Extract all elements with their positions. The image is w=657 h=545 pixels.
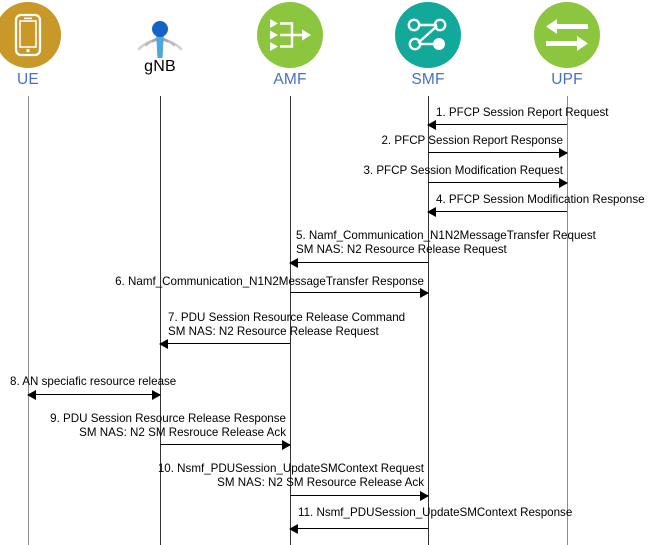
actor-gnb[interactable]: gNB: [127, 2, 193, 76]
message-arrow-7: [159, 339, 290, 350]
message-9-line2: SM NAS: N2 SM Resrouce Release Ack: [79, 426, 286, 439]
lifeline-smf: [428, 96, 429, 545]
actor-ue[interactable]: UE: [0, 2, 61, 89]
message-9-line1: 9. PDU Session Resource Release Response: [50, 412, 286, 425]
message-label-5: 5. Namf_Communication_N1N2MessageTransfe…: [296, 229, 596, 257]
message-4-line1: 4. PFCP Session Modification Response: [436, 193, 645, 206]
lifeline-gnb: [160, 96, 161, 545]
arrowhead-right-icon: [282, 440, 291, 451]
message-7-line2: SM NAS: N2 Resource Release Request: [168, 325, 379, 338]
lifeline-ue: [28, 96, 29, 545]
arrowhead-right-icon: [559, 148, 568, 159]
arrowhead-left-icon: [159, 339, 168, 350]
exchange-arrows-icon: [544, 16, 590, 54]
smf-icon-circle: [395, 2, 461, 68]
message-11-line1: 11. Nsmf_PDUSession_UpdateSMContext Resp…: [298, 506, 573, 519]
message-5-line2: SM NAS: N2 Resource Release Request: [296, 243, 507, 256]
actor-label-gnb: gNB: [144, 58, 176, 75]
upf-icon-circle: [534, 2, 600, 68]
lifeline-upf: [567, 96, 568, 545]
arrowhead-right-icon: [420, 288, 429, 299]
arrowhead-left-icon: [27, 390, 36, 401]
message-6-line1: 6. Namf_Communication_N1N2MessageTransfe…: [115, 275, 424, 288]
message-1-line1: 1. PFCP Session Report Request: [436, 106, 609, 119]
actor-label-ue: UE: [17, 71, 39, 88]
message-label-1: 1. PFCP Session Report Request: [436, 106, 609, 120]
node-graph-icon: [407, 15, 449, 55]
message-label-6: 6. Namf_Communication_N1N2MessageTransfe…: [115, 275, 424, 289]
actor-amf[interactable]: AMF: [257, 2, 323, 89]
arrowhead-left-icon: [427, 207, 436, 218]
actor-label-amf: AMF: [273, 71, 307, 88]
message-label-4: 4. PFCP Session Modification Response: [436, 193, 645, 207]
message-arrow-8: [27, 390, 161, 401]
message-arrow-11: [289, 524, 428, 535]
message-arrow-3: [428, 178, 568, 189]
message-arrow-5: [289, 258, 428, 269]
message-8-line1: 8. AN speciafic resource release: [10, 375, 177, 388]
merge-arrows-icon: [268, 15, 312, 55]
arrowhead-left-icon: [289, 524, 298, 535]
arrowhead-right-icon: [152, 390, 161, 401]
arrowhead-left-icon: [427, 120, 436, 131]
ue-icon-circle: [0, 2, 61, 68]
smartphone-icon: [13, 13, 43, 57]
amf-icon-circle: [257, 2, 323, 68]
message-10-line1: 10. Nsmf_PDUSession_UpdateSMContext Requ…: [157, 462, 424, 475]
message-arrow-10: [290, 491, 429, 502]
message-label-10: 10. Nsmf_PDUSession_UpdateSMContext Requ…: [158, 462, 424, 490]
arrowhead-right-icon: [559, 178, 568, 189]
message-label-11: 11. Nsmf_PDUSession_UpdateSMContext Resp…: [298, 506, 572, 520]
message-label-3: 3. PFCP Session Modification Request: [363, 164, 563, 178]
message-2-line1: 2. PFCP Session Report Response: [381, 134, 563, 147]
actor-smf[interactable]: SMF: [395, 2, 461, 89]
message-arrow-4: [427, 207, 567, 218]
lifeline-amf: [290, 96, 291, 545]
gnb-icon-circle: [127, 2, 193, 68]
arrowhead-right-icon: [420, 491, 429, 502]
message-7-line1: 7. PDU Session Resource Release Command: [168, 311, 406, 324]
message-arrow-1: [427, 120, 567, 131]
message-3-line1: 3. PFCP Session Modification Request: [363, 164, 563, 177]
antenna-icon: [127, 5, 193, 65]
message-10-line2: SM NAS: N2 SM Resource Release Ack: [217, 476, 424, 489]
actor-label-smf: SMF: [411, 71, 445, 88]
actor-label-upf: UPF: [551, 71, 583, 88]
message-label-2: 2. PFCP Session Report Response: [381, 134, 563, 148]
arrowhead-left-icon: [289, 258, 298, 269]
message-arrow-6: [290, 288, 429, 299]
message-label-7: 7. PDU Session Resource Release Command …: [168, 311, 405, 339]
actor-upf[interactable]: UPF: [534, 2, 600, 89]
message-arrow-9: [160, 440, 291, 451]
message-label-9: 9. PDU Session Resource Release Response…: [50, 412, 286, 440]
message-arrow-2: [428, 148, 568, 159]
message-5-line1: 5. Namf_Communication_N1N2MessageTransfe…: [296, 229, 596, 242]
message-label-8: 8. AN speciafic resource release: [10, 375, 176, 389]
